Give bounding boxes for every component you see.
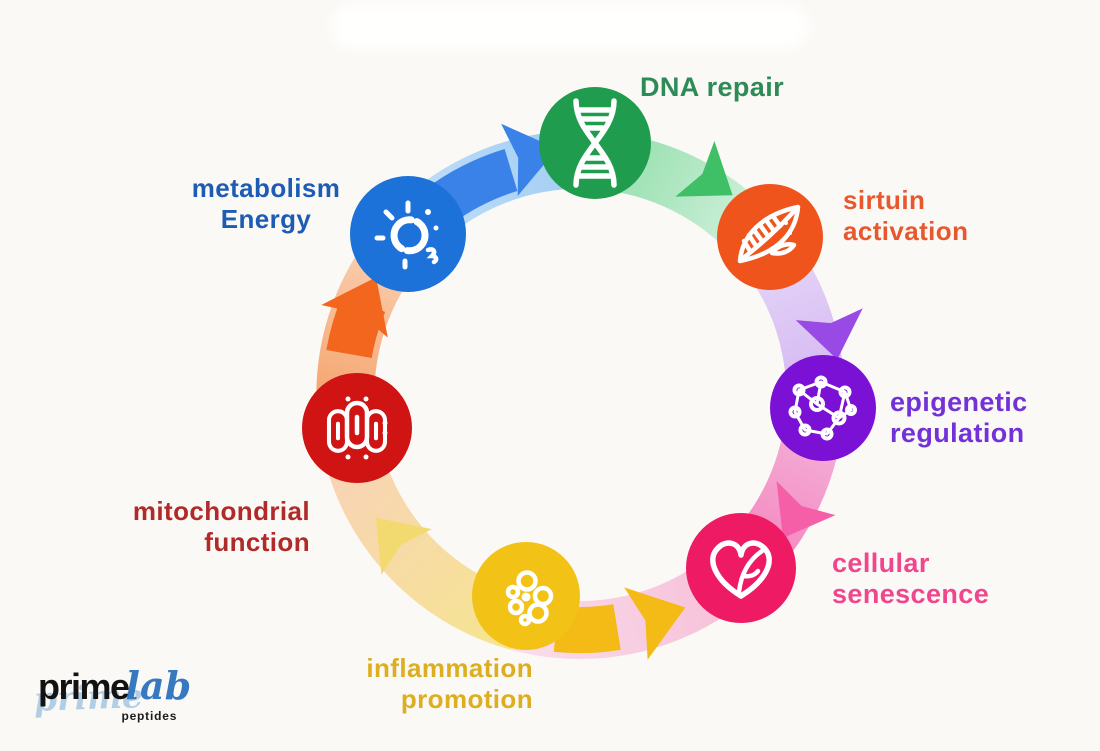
arrowhead-metabolism-to-dna: [501, 123, 558, 196]
logo-lab-text: lab: [125, 663, 192, 708]
node-circle-metabolism-energy: [350, 176, 466, 292]
arrowhead-sirtuin-to-epigenetic: [795, 308, 863, 360]
logo-tagline: peptides: [121, 709, 178, 723]
label-mitochondrial-function: mitochondrial function: [132, 496, 310, 557]
label-epigenetic-regulation: epigenetic regulation: [890, 387, 1028, 448]
arrowhead-inflammation-to-senescence: [624, 587, 686, 660]
cells-icon: [505, 570, 554, 627]
arrowhead-dna-to-sirtuin: [675, 140, 733, 197]
network-icon: [788, 375, 857, 441]
label-metabolism-energy: metabolism Energy: [191, 173, 341, 234]
arrowhead-mitochondrial-to-metabolism: [321, 277, 388, 338]
energy-icon: [374, 200, 439, 270]
blank-title-area: [330, 4, 810, 50]
node-circle-cellular-senescence: [686, 513, 796, 623]
brand-logo: prime primelab peptides: [33, 663, 192, 724]
label-inflammation-promotion: inflammation promotion: [366, 653, 533, 714]
feather-icon: [737, 204, 801, 264]
logo-prime-text: prime: [38, 666, 130, 707]
label-cellular-senescence: cellular senescence: [832, 548, 990, 609]
label-dna-repair: DNA repair: [639, 72, 785, 102]
mitochondria-icon: [326, 396, 388, 460]
arrowhead-epigenetic-to-senescence: [776, 481, 836, 538]
arrowhead-inflammation-to-mitochondrial: [375, 517, 432, 575]
heart-leaf-icon: [710, 540, 772, 599]
dna-icon: [573, 98, 617, 188]
label-sirtuin-activation: sirtuin activation: [843, 185, 969, 246]
